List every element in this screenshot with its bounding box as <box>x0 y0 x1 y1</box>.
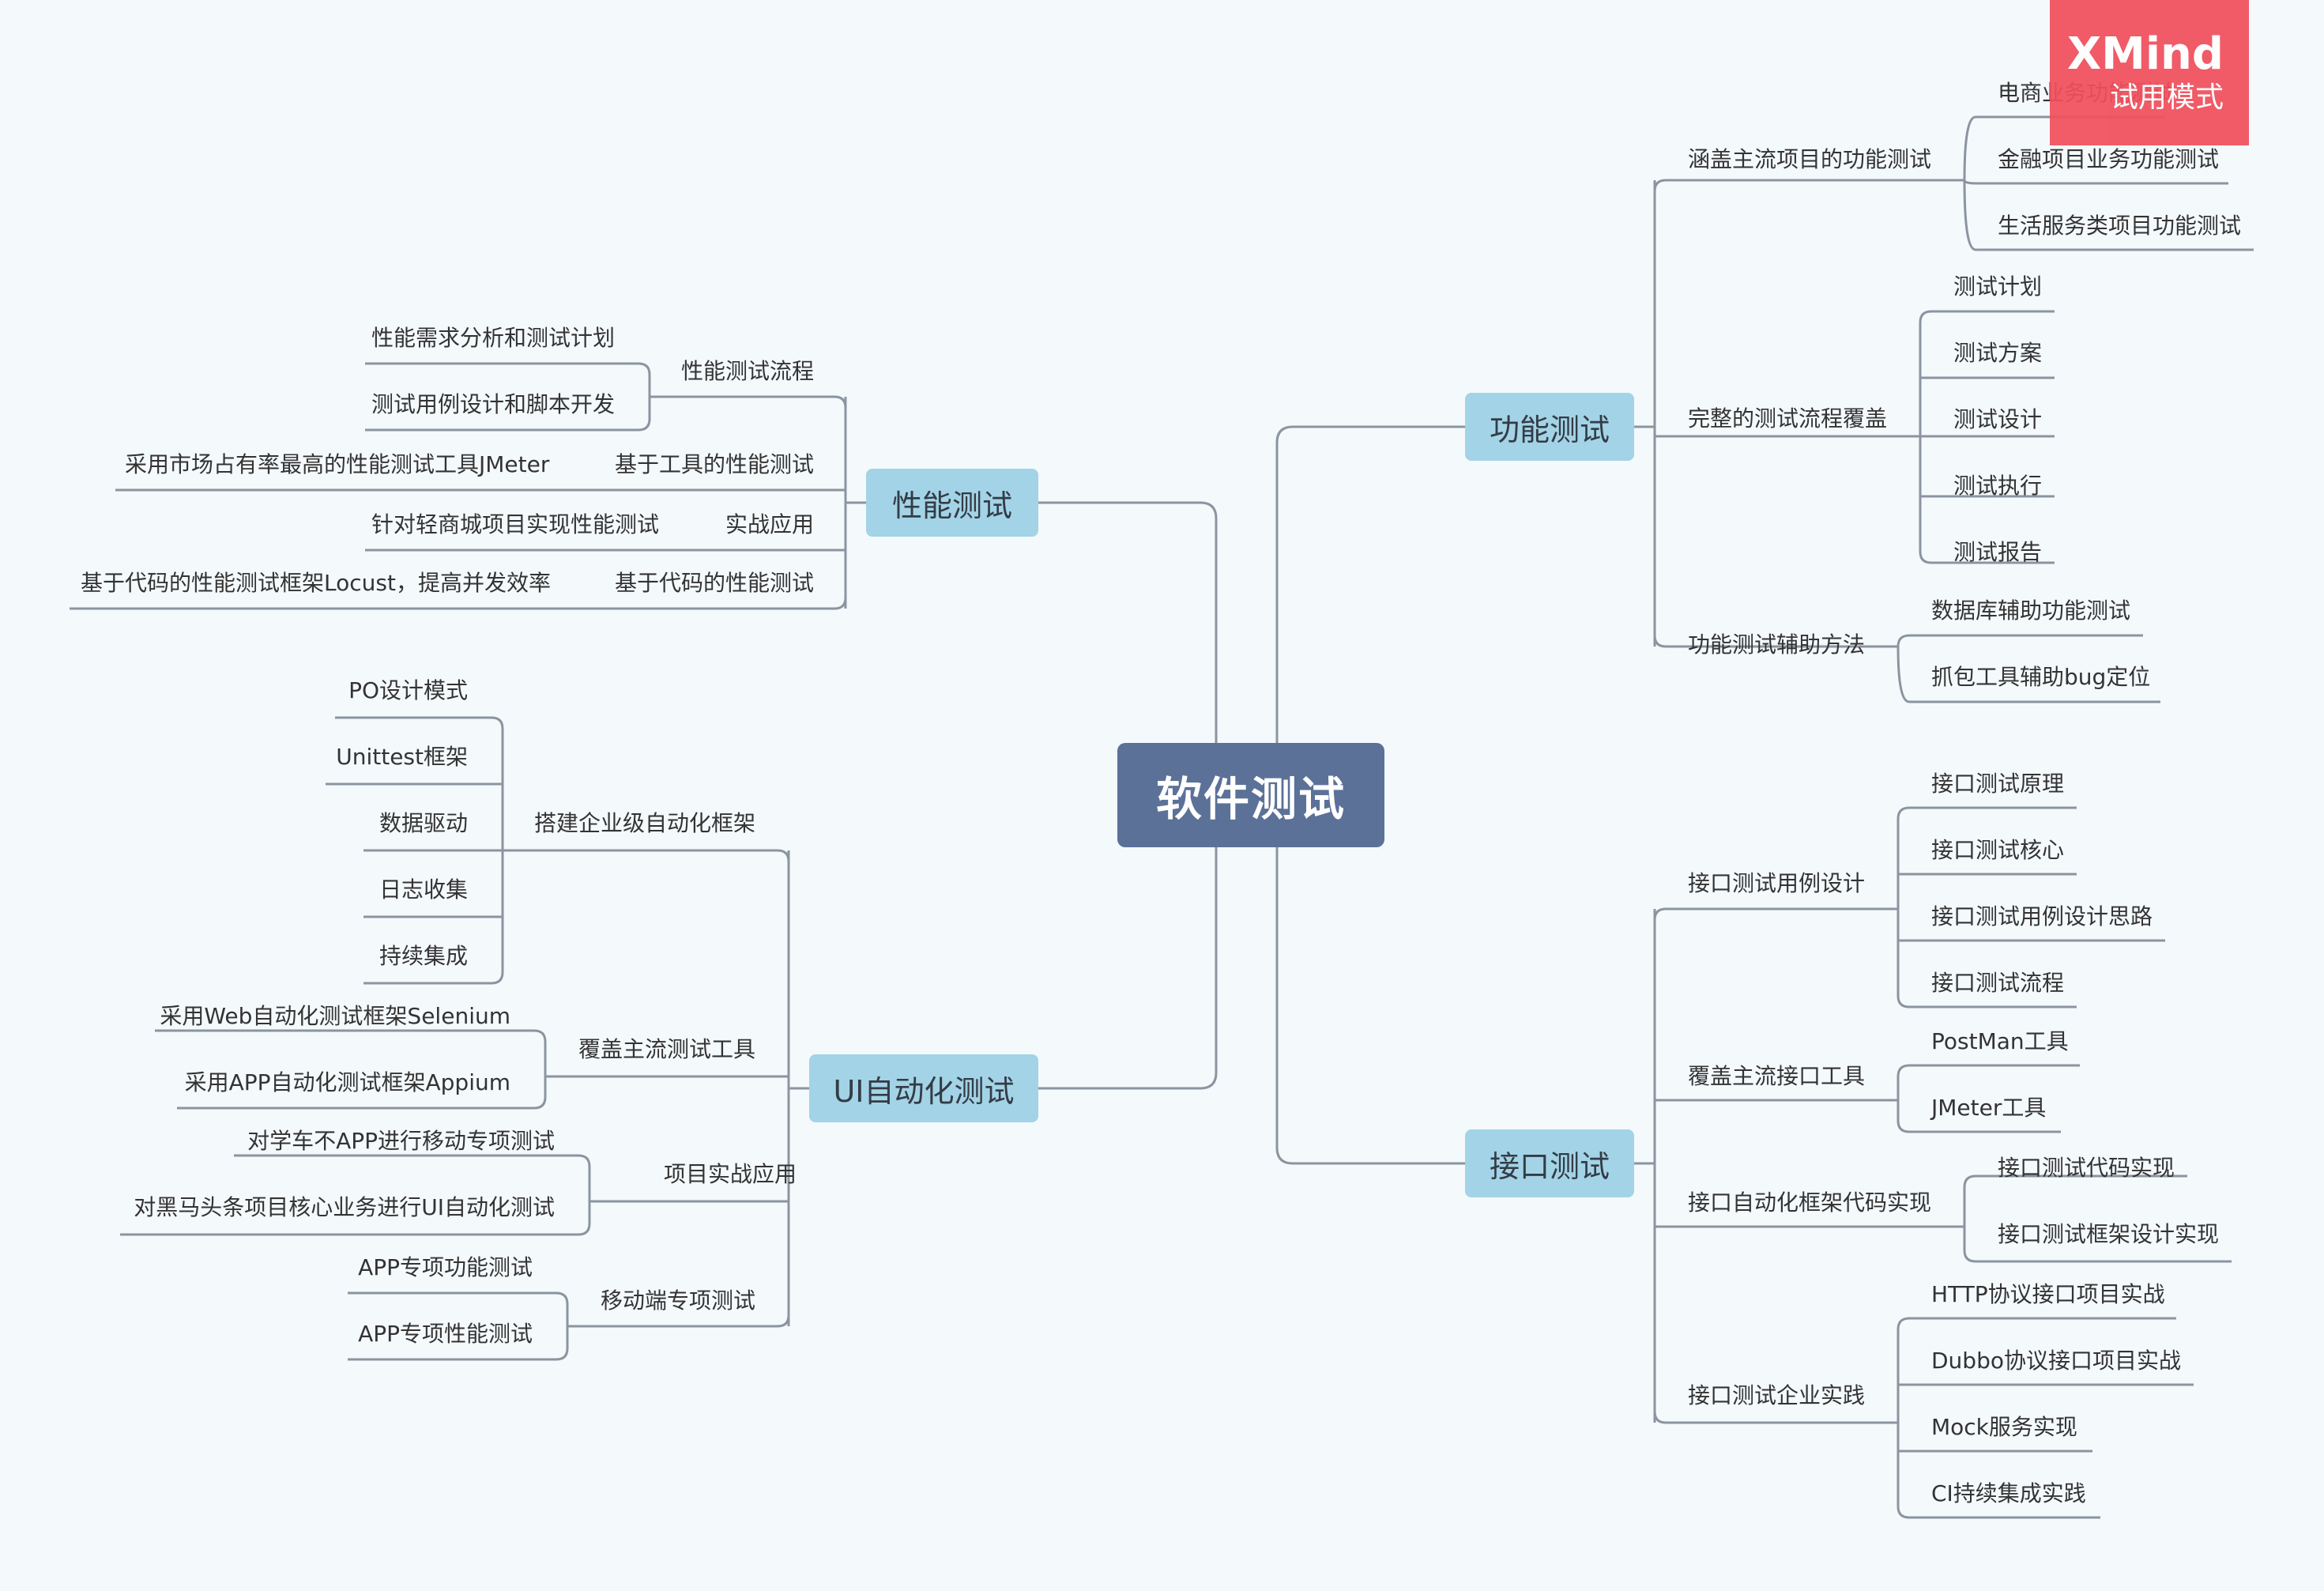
central-topic[interactable]: 软件测试 <box>1117 743 1384 847</box>
leaf-topic[interactable]: PostMan工具 <box>1931 1028 2069 1054</box>
subtopic-api-framework[interactable]: 接口自动化框架代码实现 <box>1688 1189 1932 1216</box>
trial-watermark: XMind 试用模式 <box>2050 0 2249 145</box>
leaf-topic[interactable]: 测试计划 <box>1953 273 2043 300</box>
subtopic-auxiliary-methods[interactable]: 功能测试辅助方法 <box>1688 631 1866 658</box>
leaf-topic[interactable]: 持续集成 <box>379 943 468 969</box>
subtopic-functional-coverage[interactable]: 涵盖主流项目的功能测试 <box>1688 146 1932 172</box>
subtopic-api-enterprise-practice[interactable]: 接口测试企业实践 <box>1688 1382 1866 1408</box>
leaf-topic[interactable]: 金融项目业务功能测试 <box>1998 146 2220 172</box>
main-topic-performance-testing[interactable]: 性能测试 <box>866 469 1038 537</box>
subtopic-performance-flow[interactable]: 性能测试流程 <box>680 358 814 384</box>
subtopic-performance-practice[interactable]: 实战应用 <box>725 511 814 537</box>
subtopic-code-based-performance[interactable]: 基于代码的性能测试 <box>614 570 814 596</box>
leaf-topic[interactable]: PO设计模式 <box>348 677 468 703</box>
leaf-topic[interactable]: 接口测试框架设计实现 <box>1998 1221 2220 1247</box>
leaf-topic[interactable]: 测试方案 <box>1953 340 2043 366</box>
leaf-topic[interactable]: 数据库辅助功能测试 <box>1931 598 2131 624</box>
leaf-topic[interactable]: 采用Web自动化测试框架Selenium <box>160 1003 510 1029</box>
leaf-topic[interactable]: APP专项功能测试 <box>358 1254 533 1280</box>
leaf-topic[interactable]: 测试执行 <box>1953 473 2043 499</box>
leaf-topic[interactable]: 接口测试核心 <box>1931 837 2065 863</box>
leaf-topic[interactable]: 生活服务类项目功能测试 <box>1998 213 2242 239</box>
leaf-topic[interactable]: 基于代码的性能测试框架Locust，提高并发效率 <box>81 570 551 596</box>
main-topic-api-testing[interactable]: 接口测试 <box>1465 1129 1634 1197</box>
leaf-topic[interactable]: 针对轻商城项目实现性能测试 <box>371 511 660 537</box>
watermark-mode: 试用模式 <box>2109 81 2224 114</box>
leaf-topic[interactable]: CI持续集成实践 <box>1931 1480 2086 1506</box>
subtopic-api-tools[interactable]: 覆盖主流接口工具 <box>1688 1063 1866 1089</box>
subtopic-mobile-testing[interactable]: 移动端专项测试 <box>600 1288 755 1314</box>
leaf-topic[interactable]: 对黑马头条项目核心业务进行UI自动化测试 <box>134 1194 555 1220</box>
leaf-topic[interactable]: Mock服务实现 <box>1931 1414 2077 1440</box>
leaf-topic[interactable]: JMeter工具 <box>1931 1095 2047 1121</box>
leaf-topic[interactable]: 测试用例设计和脚本开发 <box>371 391 616 417</box>
leaf-topic[interactable]: 测试报告 <box>1953 539 2043 565</box>
leaf-topic[interactable]: 接口测试代码实现 <box>1998 1155 2175 1181</box>
leaf-topic[interactable]: 接口测试流程 <box>1931 970 2065 996</box>
watermark-brand: XMind <box>2066 28 2224 80</box>
leaf-topic[interactable]: Dubbo协议接口项目实战 <box>1931 1348 2181 1374</box>
main-topic-ui-automation-testing[interactable]: UI自动化测试 <box>809 1054 1038 1122</box>
leaf-topic[interactable]: APP专项性能测试 <box>358 1321 533 1347</box>
subtopic-tool-based-performance[interactable]: 基于工具的性能测试 <box>614 451 814 477</box>
subtopic-automation-framework[interactable]: 搭建企业级自动化框架 <box>533 810 755 836</box>
leaf-topic[interactable]: HTTP协议接口项目实战 <box>1931 1281 2165 1307</box>
subtopic-api-case-design[interactable]: 接口测试用例设计 <box>1688 870 1866 896</box>
leaf-topic[interactable]: 抓包工具辅助bug定位 <box>1931 664 2151 690</box>
leaf-topic[interactable]: 接口测试用例设计思路 <box>1931 903 2153 929</box>
subtopic-mainstream-tools[interactable]: 覆盖主流测试工具 <box>578 1036 755 1062</box>
main-topic-functional-testing[interactable]: 功能测试 <box>1465 393 1634 461</box>
subtopic-test-process[interactable]: 完整的测试流程覆盖 <box>1688 405 1888 432</box>
leaf-topic[interactable]: 接口测试原理 <box>1931 771 2065 797</box>
leaf-topic[interactable]: 采用APP自动化测试框架Appium <box>184 1069 510 1095</box>
subtopic-project-practice[interactable]: 项目实战应用 <box>663 1161 797 1187</box>
leaf-topic[interactable]: 测试设计 <box>1953 406 2043 432</box>
leaf-topic[interactable]: 日志收集 <box>379 877 468 903</box>
leaf-topic[interactable]: Unittest框架 <box>336 744 468 770</box>
leaf-topic[interactable]: 性能需求分析和测试计划 <box>371 325 616 351</box>
leaf-topic[interactable]: 数据驱动 <box>379 810 468 836</box>
leaf-topic[interactable]: 采用市场占有率最高的性能测试工具JMeter <box>125 451 550 477</box>
leaf-topic[interactable]: 对学车不APP进行移动专项测试 <box>247 1128 555 1154</box>
